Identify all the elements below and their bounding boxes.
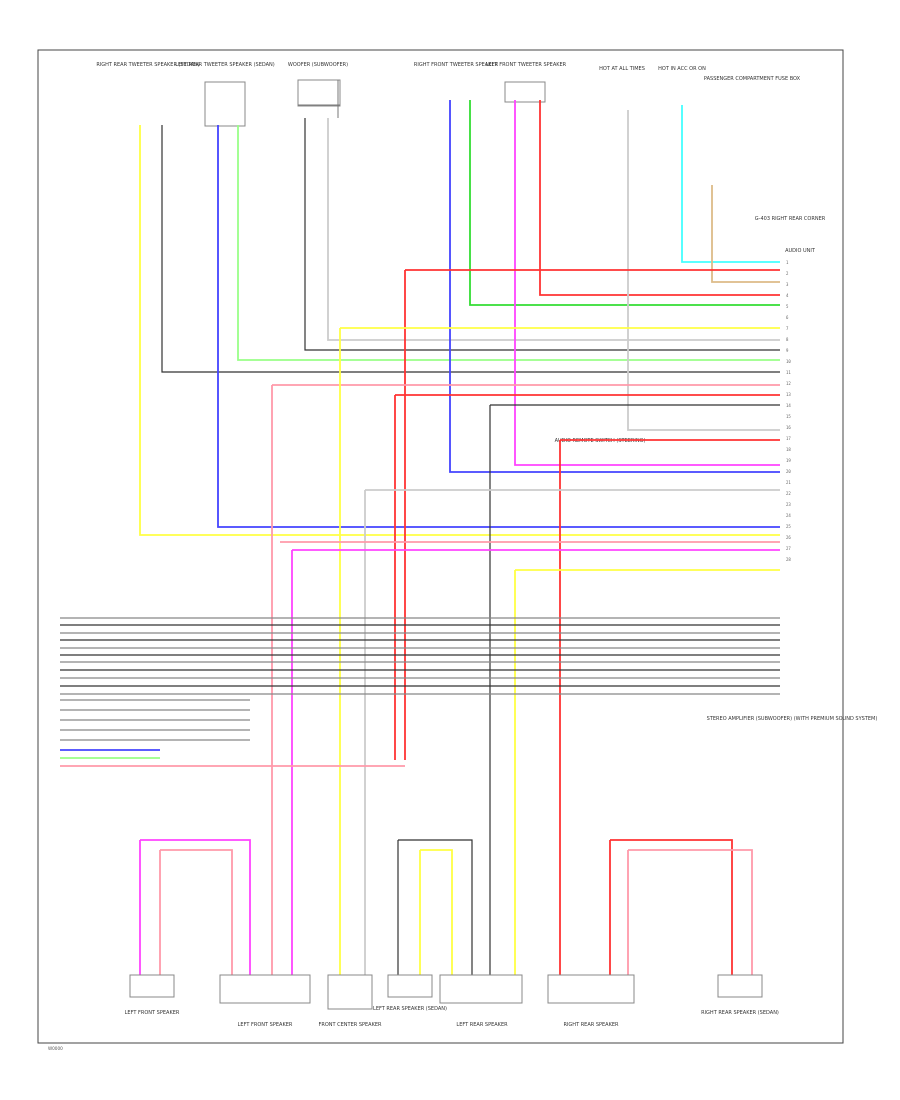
pin-label: 4 <box>786 293 789 298</box>
wire-yellow <box>420 849 453 975</box>
rr-tweeter-label: RIGHT REAR TWEETER SPEAKER (SEDAN) <box>96 62 199 68</box>
wire-black <box>304 118 780 351</box>
pin-label: 12 <box>786 381 791 386</box>
fuse-box-label: PASSENGER COMPARTMENT FUSE BOX <box>704 76 801 82</box>
lr-spk-label: LEFT REAR SPEAKER <box>456 1022 508 1028</box>
wire-magenta <box>140 839 251 975</box>
wire-layer <box>60 100 780 975</box>
pin-label: 23 <box>786 502 791 507</box>
rr-door-label: RIGHT REAR SPEAKER (SEDAN) <box>701 1010 779 1016</box>
connector-boxes-top <box>204 79 546 127</box>
wire-lightgreen <box>237 125 780 361</box>
pin-label: 19 <box>786 458 791 463</box>
pin-label: 22 <box>786 491 791 496</box>
pin-label: 7 <box>786 326 789 331</box>
pin-labels: 1234567891011121314151617181920212223242… <box>786 260 791 562</box>
pin-label: 13 <box>786 392 791 397</box>
pin-label: 2 <box>786 271 789 276</box>
top-labels: RIGHT REAR TWEETER SPEAKER (SEDAN) LEFT … <box>48 62 877 1051</box>
pin-label: 16 <box>786 425 791 430</box>
ctr-spk-label: FRONT CENTER SPEAKER <box>318 1022 382 1028</box>
ground-label: G-403 RIGHT REAR CORNER <box>755 216 826 222</box>
pin-label: 1 <box>786 260 789 265</box>
battery-hot-label: HOT AT ALL TIMES <box>599 66 645 72</box>
lf-spk-label: LEFT FRONT SPEAKER <box>238 1022 293 1028</box>
lr-door-label: LEFT REAR SPEAKER (SEDAN) <box>373 1006 447 1012</box>
rr-spk-label: RIGHT REAR SPEAKER <box>563 1022 619 1028</box>
pin-label: 18 <box>786 447 791 452</box>
wire-black <box>398 839 473 975</box>
wire-cyan <box>681 105 780 263</box>
pin-label: 27 <box>786 546 791 551</box>
pin-label: 10 <box>786 359 791 364</box>
rf-tweeter-label: RIGHT FRONT TWEETER SPEAKER <box>414 62 499 68</box>
wire-green <box>469 100 780 306</box>
pin-label: 8 <box>786 337 789 342</box>
pin-label: 14 <box>786 403 791 408</box>
pin-label: 20 <box>786 469 791 474</box>
pin-label: 9 <box>786 348 789 353</box>
pin-label: 25 <box>786 524 791 529</box>
acc-hot-label: HOT IN ACC OR ON <box>658 66 706 72</box>
pin-label: 26 <box>786 535 791 540</box>
pin-label: 28 <box>786 557 791 562</box>
wire-black <box>161 125 780 373</box>
wire-blue <box>449 100 780 473</box>
wire-magenta <box>514 100 780 466</box>
pin-label: 11 <box>786 370 791 375</box>
bottom-labels: LEFT FRONT SPEAKER LEFT FRONT SPEAKER FR… <box>125 1006 779 1028</box>
lf-tweeter-label: LEFT FRONT TWEETER SPEAKER <box>486 62 567 68</box>
wire-blue <box>217 125 780 528</box>
pin-label: 24 <box>786 513 791 518</box>
remote-switch-label: AUDIO REMOTE SWITCH (STEERING) <box>555 438 646 444</box>
wire-white <box>327 118 780 341</box>
pin-label: 15 <box>786 414 791 419</box>
pin-label: 21 <box>786 480 791 485</box>
wire-pink <box>628 849 753 975</box>
wire-red <box>539 100 780 296</box>
page-code: W0000 <box>48 1046 63 1051</box>
pin-label: 3 <box>786 282 789 287</box>
pin-label: 5 <box>786 304 789 309</box>
wire-red <box>610 839 733 975</box>
wire-yellow <box>139 125 780 536</box>
audio-unit-label: AUDIO UNIT <box>785 248 816 254</box>
lf-door-label: LEFT FRONT SPEAKER <box>125 1010 180 1016</box>
subwoofer-label: WOOFER (SUBWOOFER) <box>288 62 348 68</box>
wire-white <box>627 110 780 431</box>
pin-label: 6 <box>786 315 789 320</box>
diagram-frame <box>37 49 844 1044</box>
wire-tan <box>711 185 780 283</box>
pin-label: 17 <box>786 436 791 441</box>
wire-pink <box>160 849 233 975</box>
right-module-label: STEREO AMPLIFIER (SUBWOOFER) (WITH PREMI… <box>707 716 878 722</box>
lr-tweeter-label: LEFT REAR TWEETER SPEAKER (SEDAN) <box>175 62 275 68</box>
connector-boxes-bottom <box>129 974 763 1010</box>
